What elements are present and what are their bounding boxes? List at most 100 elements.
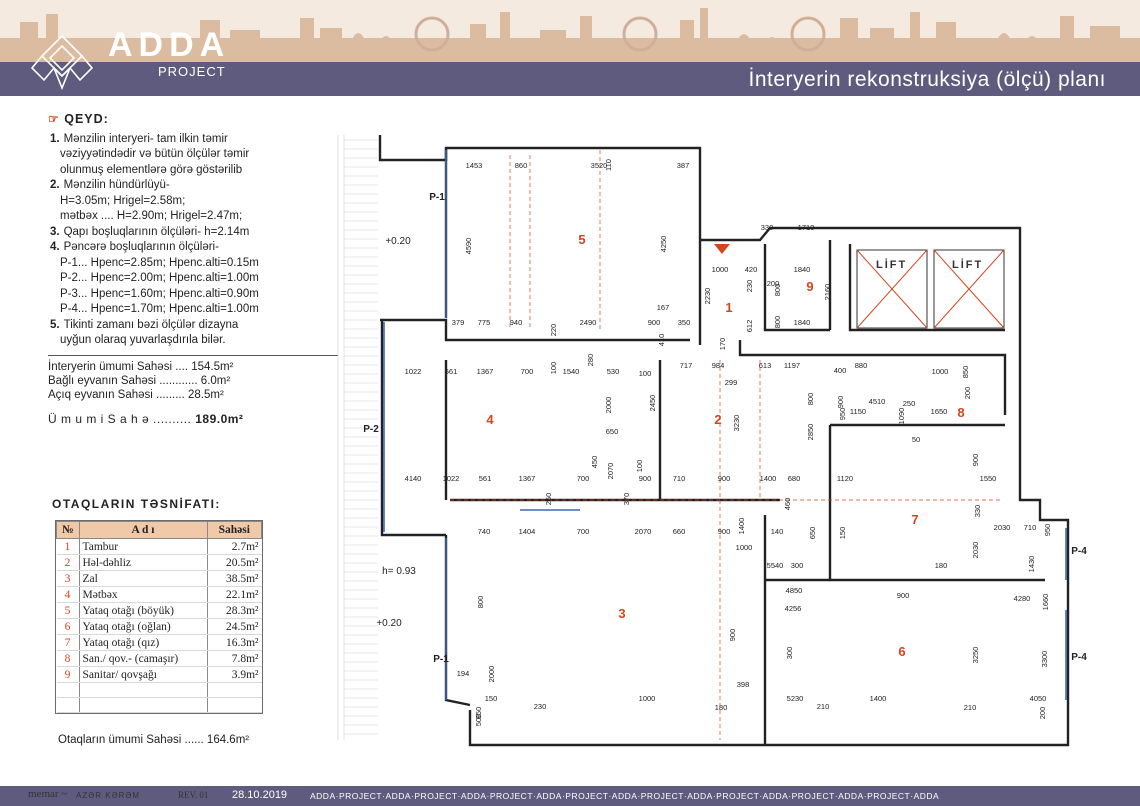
dimension-label: 299 (725, 378, 738, 387)
dimension-label: 710 (1024, 523, 1037, 532)
total-area: Ü m u m i S a h ə .......... 189.0m² (48, 412, 338, 428)
note-number: 5. (50, 318, 60, 331)
dimension-label: 1000 (639, 694, 656, 703)
dimension-label: 3300 (1040, 651, 1049, 668)
note-number: 3. (50, 225, 60, 238)
dimension-label: 2000 (604, 397, 613, 414)
note-line: 2.Mənzilin hündürlüyü- (50, 179, 170, 191)
dimension-label: 370 (622, 493, 631, 506)
architect-label: memar ~ (28, 788, 68, 800)
dimension-label: 1400 (737, 518, 746, 535)
note-line: uyğun olaraq yuvarlaşdırıla bilər. (60, 334, 226, 346)
footer-band: ADDA·PROJECT·ADDA·PROJECT·ADDA·PROJECT·A… (310, 791, 940, 801)
room-number: 7 (56, 634, 80, 651)
dimension-label: 2030 (994, 523, 1011, 532)
room-label: 6 (898, 644, 905, 659)
dimension-label: 210 (964, 703, 977, 712)
date: 28.10.2019 (232, 789, 288, 801)
dimension-label: 900 (728, 629, 737, 642)
dimension-label: 1400 (760, 474, 777, 483)
dimension-label: 613 (759, 361, 772, 370)
note-line: 3.Qapı boşluqlarının ölçüləri- h=2.14m (50, 225, 250, 238)
note-line: 4.Pəncərə boşluqlarının ölçüləri- (50, 241, 219, 253)
room-area: 3.9m² (206, 666, 262, 683)
dimension-label: 3520 (591, 161, 608, 170)
dimension-label: 1650 (931, 407, 948, 416)
note-line: olunmuş elementlərə görə göstərilib (60, 163, 243, 176)
room-number: 5 (56, 602, 80, 619)
room-name: Yataq otağı (oğlan) (79, 618, 207, 635)
note-line: mətbəx .... H=2.90m; Hrigel=2.47m; (60, 210, 243, 222)
dimension-label: 1400 (870, 694, 887, 703)
room-number: 3 (56, 570, 80, 587)
room-number: 1 (56, 538, 80, 555)
room-area: 2.7m² (206, 538, 262, 555)
dimension-label: 4050 (1030, 694, 1047, 703)
dimension-label: 5540 (767, 561, 784, 570)
dimension-label: 500 (474, 714, 483, 727)
dimension-label: 220 (549, 324, 558, 337)
dimension-label: 900 (971, 454, 980, 467)
dimension-label: 775 (478, 318, 491, 327)
dimension-label: 150 (838, 527, 847, 540)
dimension-label: 50 (912, 435, 920, 444)
dimension-label: 150 (485, 694, 498, 703)
room-area: 22.1m² (206, 586, 262, 603)
note-line: P-1... Hpenc=2.85m; Hpenc.alti=0.15m (60, 256, 259, 269)
dimension-label: 530 (607, 367, 620, 376)
room-name: Həl-dəhliz (79, 554, 207, 571)
note-line: H=3.05m; Hrigel=2.58m; (60, 194, 186, 207)
dimension-label: 398 (737, 680, 750, 689)
level-labels: +0.20+0.20h= 0.93 (376, 236, 416, 629)
dimension-label: 4510 (869, 397, 886, 406)
rooms-total: Otaqların ümumi Sahəsi ...... 164.6m² (58, 734, 250, 746)
dimension-label: 800 (773, 316, 782, 329)
room-name: Zal (79, 570, 207, 587)
level-label: +0.20 (385, 236, 411, 247)
dimension-label: 170 (718, 338, 727, 351)
table-row-empty (56, 697, 262, 713)
dimension-label: 4590 (464, 238, 473, 255)
room-label: 9 (806, 279, 813, 294)
dimension-label: 280 (586, 354, 595, 367)
dimension-label: 250 (903, 399, 916, 408)
adda-logo-icon (30, 34, 94, 90)
dimension-label: 1367 (477, 367, 494, 376)
dimension-label: 260 (544, 493, 553, 506)
dimension-label: 194 (457, 669, 470, 678)
room-label: 8 (957, 405, 964, 420)
note-line: P-3... Hpenc=1.60m; Hpenc.alti=0.90m (60, 287, 259, 300)
dimension-label: 1000 (736, 543, 753, 552)
dimension-label: 460 (783, 498, 792, 511)
dimension-label: 2230 (703, 288, 712, 305)
dimension-label: 1404 (519, 527, 536, 536)
dimension-label: 1197 (784, 361, 800, 370)
area-summary: İnteryerin ümumi Sahəsi .... 154.5m² Bağ… (48, 354, 338, 402)
window-label: P-2 (363, 424, 379, 435)
dimension-label: 200 (963, 387, 972, 400)
room-name: Tambur (79, 538, 207, 555)
footer: memar ~ AZƏR KƏRƏM REV. 01 28.10.2019 AD… (0, 786, 1140, 806)
balcony-hatch (337, 135, 378, 740)
dimension-label: 2160 (823, 284, 832, 301)
dimension-label: 1090 (897, 408, 906, 425)
dimension-label: 379 (452, 318, 465, 327)
dimension-label: 180 (715, 703, 728, 712)
dimension-label: 4280 (1014, 594, 1031, 603)
dimension-label: 210 (817, 702, 830, 711)
col-num: № (56, 521, 80, 539)
room-name: Yataq otağı (böyük) (79, 602, 207, 619)
dimension-label: 2000 (487, 666, 496, 683)
architect-name: AZƏR KƏRƏM (76, 791, 141, 800)
dimension-label: 387 (677, 161, 690, 170)
dimension-label: 950 (1043, 524, 1052, 537)
dimension-label: 3250 (971, 647, 980, 664)
